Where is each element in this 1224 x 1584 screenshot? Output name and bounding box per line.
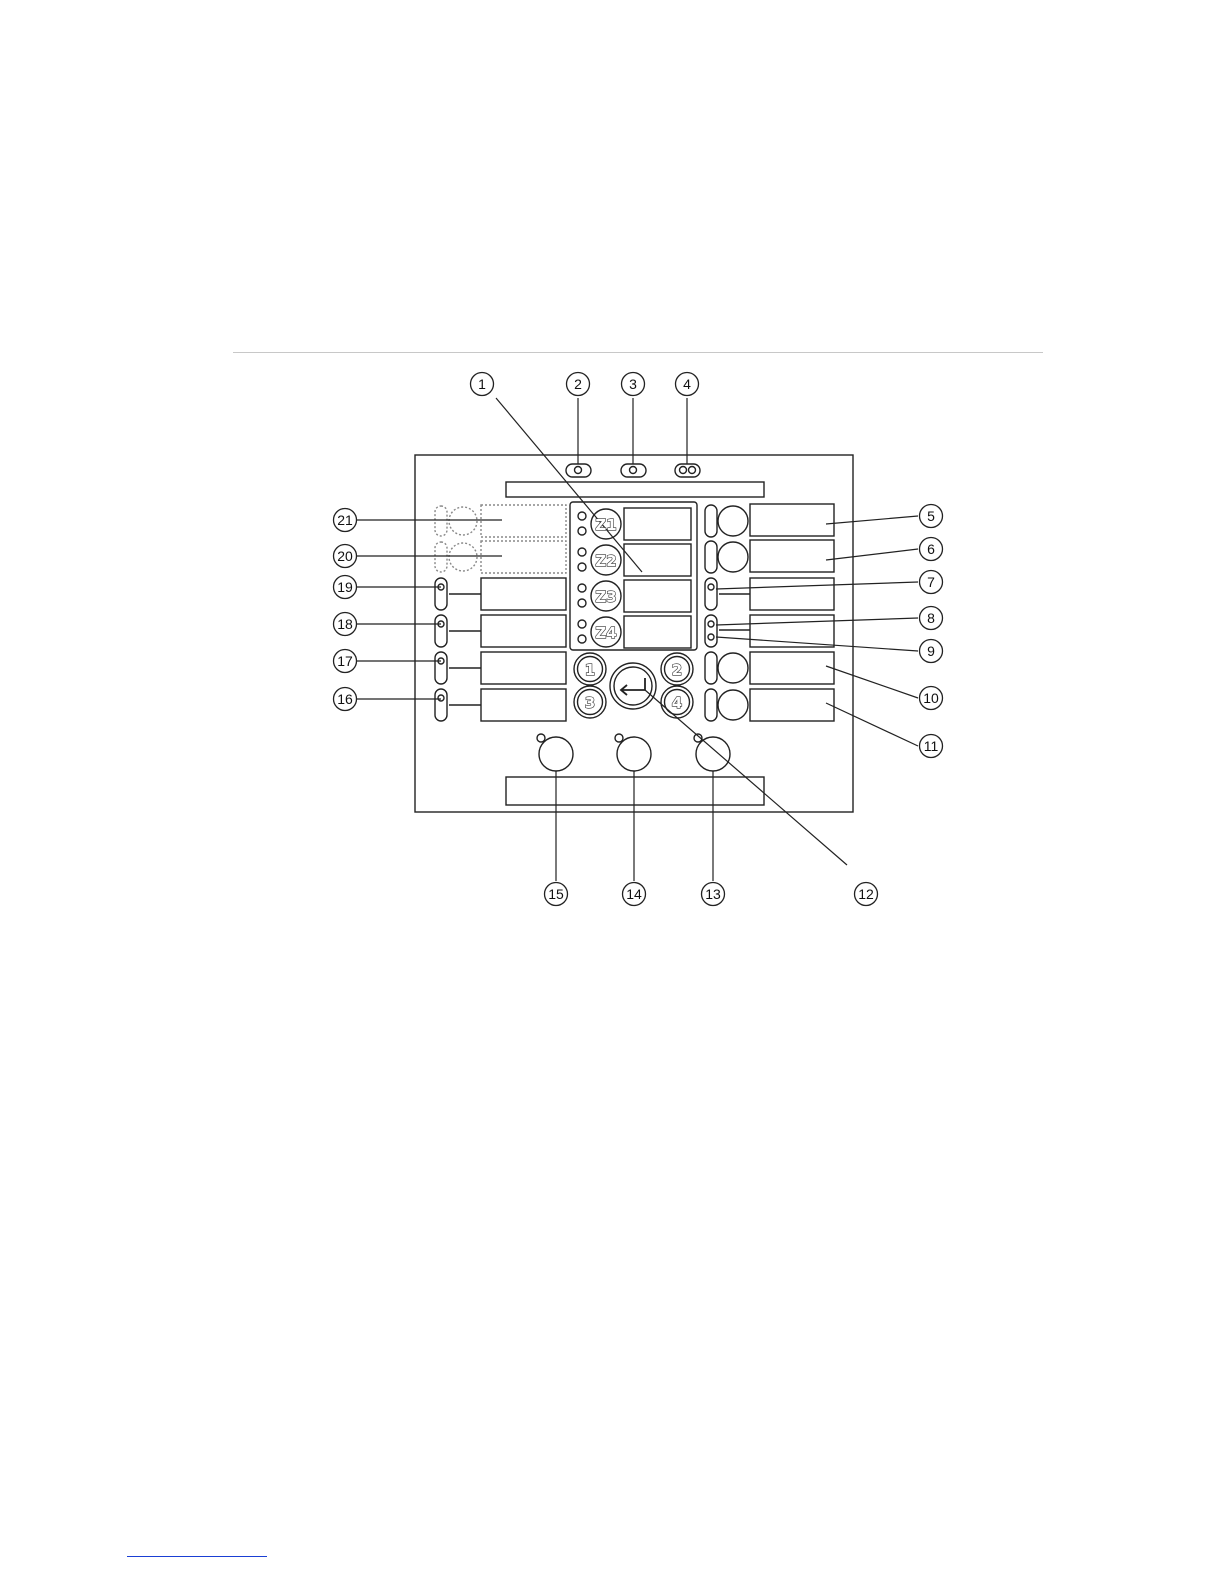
callout-label-19: 19	[337, 579, 353, 595]
zone-key-label-z2: Z2	[595, 552, 616, 570]
callout-label-11: 11	[924, 738, 939, 754]
callout-label-5: 5	[927, 508, 935, 524]
callout-label-4: 4	[683, 376, 691, 392]
callout-label-12: 12	[858, 886, 874, 902]
callout-label-20: 20	[337, 548, 353, 564]
callout-label-16: 16	[337, 691, 353, 707]
callout-label-21: 21	[337, 512, 353, 528]
callout-label-8: 8	[927, 610, 935, 626]
zone-key-label-z3: Z3	[595, 588, 616, 606]
callout-label-3: 3	[629, 376, 637, 392]
callout-label-2: 2	[574, 376, 582, 392]
keypad-label-4: 4	[672, 694, 682, 712]
keypad-label-2: 2	[672, 661, 682, 679]
callout-label-1: 1	[478, 376, 486, 392]
zone-key-label-z4: Z4	[595, 624, 616, 642]
callout-label-13: 13	[705, 886, 721, 902]
callout-label-9: 9	[927, 643, 935, 659]
callout-label-17: 17	[337, 653, 353, 669]
zone-key-label-z1: Z1	[595, 516, 616, 534]
callout-label-6: 6	[927, 541, 935, 557]
footnote-link-underline[interactable]	[127, 1556, 267, 1557]
callout-label-15: 15	[548, 886, 564, 902]
callout-label-7: 7	[927, 574, 935, 590]
keypad-label-3: 3	[585, 694, 595, 712]
callout-label-10: 10	[923, 690, 939, 706]
keypad-label-1: 1	[585, 661, 595, 679]
callout-label-14: 14	[626, 886, 642, 902]
callout-label-18: 18	[337, 616, 353, 632]
